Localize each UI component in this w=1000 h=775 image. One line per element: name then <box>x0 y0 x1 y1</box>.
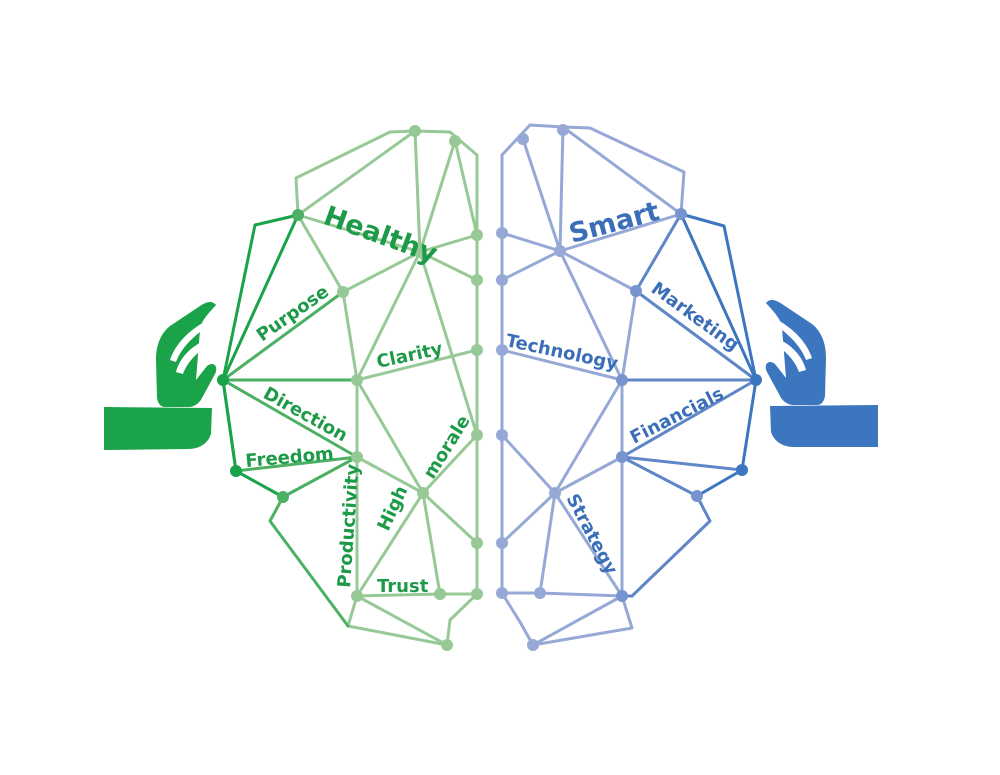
label-freedom: Freedom <box>245 443 335 472</box>
left-network-mid <box>221 290 359 628</box>
healthy-title: Healthy <box>320 200 442 270</box>
left-network-light <box>294 129 479 647</box>
blue-hand-icon <box>765 300 878 447</box>
smart-title: Smart <box>566 196 663 250</box>
label-trust: Trust <box>377 576 429 597</box>
left-nodes <box>217 125 483 651</box>
label-financials: Financials <box>627 383 728 448</box>
label-strategy: Strategy <box>562 490 622 578</box>
left-hemisphere: Healthy Purpose Clarity Direction Freedo… <box>104 125 483 651</box>
label-high: High <box>373 483 412 534</box>
green-hand-icon <box>104 302 217 450</box>
right-network-light <box>500 123 686 647</box>
right-hemisphere: Smart Marketing Technology Financials St… <box>496 123 878 651</box>
label-productivity: Productivity <box>334 463 364 588</box>
right-nodes <box>496 124 762 651</box>
right-network-dark <box>679 212 758 498</box>
label-direction: Direction <box>260 383 351 446</box>
right-network-mid <box>620 212 758 598</box>
